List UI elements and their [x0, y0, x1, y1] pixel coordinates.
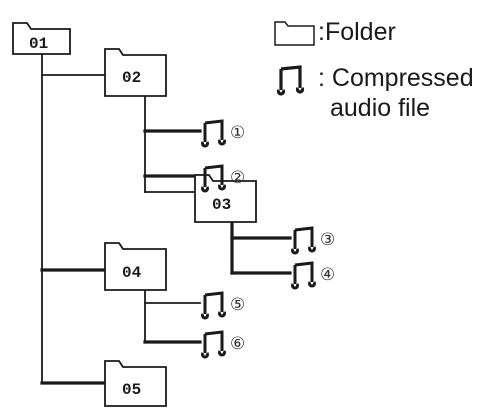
file-number: ① — [230, 123, 245, 143]
folder-03[interactable]: 03 — [194, 174, 257, 223]
music-note-icon — [201, 291, 226, 320]
folder-label: 05 — [122, 381, 141, 399]
music-note-icon — [291, 226, 316, 255]
legend-audio-line1: : Compressed — [318, 64, 474, 92]
folder-02[interactable]: 02 — [104, 48, 167, 97]
music-note-icon — [276, 65, 305, 96]
folder-icon — [104, 242, 167, 291]
folder-label: 03 — [212, 196, 231, 214]
file-number: ② — [230, 168, 245, 188]
tree-connectors — [40, 53, 292, 385]
audio-file-2[interactable]: ② — [201, 164, 246, 193]
folder-label: 04 — [122, 264, 142, 282]
audio-file-1[interactable]: ① — [201, 119, 246, 148]
audio-file-5[interactable]: ⑤ — [201, 291, 246, 320]
legend-audio-line2: audio file — [330, 94, 431, 122]
audio-file-6[interactable]: ⑥ — [201, 330, 246, 359]
folder-icon — [274, 21, 315, 46]
music-note-icon — [201, 164, 226, 193]
file-number: ③ — [320, 230, 335, 250]
folder-icon — [104, 48, 167, 97]
music-note-icon — [201, 330, 226, 359]
folder-icon — [12, 22, 71, 55]
legend-folder-label: :Folder — [318, 18, 396, 46]
folder-label: 02 — [122, 69, 141, 87]
folder-icon — [104, 360, 167, 407]
file-number: ⑥ — [230, 334, 245, 354]
audio-file-3[interactable]: ③ — [291, 226, 336, 255]
file-number: ⑤ — [230, 295, 245, 315]
file-number: ④ — [320, 265, 335, 285]
folder-label: 01 — [29, 35, 48, 53]
legend-audio-label: : Compressed audio file — [318, 63, 501, 123]
folder-05[interactable]: 05 — [104, 360, 167, 407]
music-note-icon — [201, 119, 226, 148]
audio-file-4[interactable]: ④ — [291, 261, 336, 290]
folder-01[interactable]: 01 — [12, 22, 71, 55]
folder-04[interactable]: 04 — [104, 242, 167, 291]
legend-audio-icon-group — [276, 65, 305, 96]
music-note-icon — [291, 261, 316, 290]
legend-folder-icon-group — [274, 21, 315, 46]
folder-icon — [194, 174, 257, 223]
